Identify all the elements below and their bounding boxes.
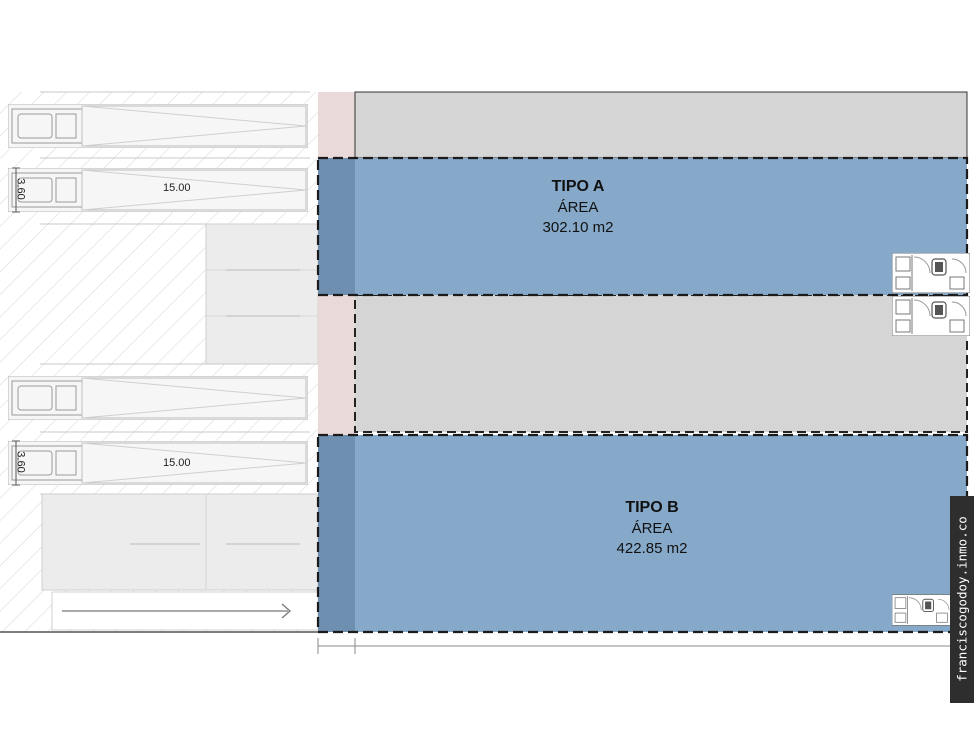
unit-empty-middle (355, 295, 967, 432)
unit-name: TIPO B (625, 499, 679, 516)
dimension-length: 15.00 (163, 457, 191, 469)
label-tipo-a: TIPO A ÁREA 302.10 m2 (478, 178, 678, 236)
truck-1 (8, 104, 308, 148)
truck-2 (8, 168, 308, 212)
dimension-width: 3.60 (14, 451, 27, 473)
label-tipo-b: TIPO B ÁREA 422.85 m2 (552, 499, 752, 557)
dimension-length: 15.00 (163, 182, 191, 194)
unit-tipo-b-band (318, 435, 355, 632)
restroom-icon (892, 594, 952, 626)
unit-tipo-a-band (318, 158, 355, 295)
dock-block-bottom (41, 493, 319, 591)
watermark-text: franciscogodoy.inmo.co (954, 516, 970, 682)
ramp-arrow-icon (62, 603, 291, 619)
unit-empty-top (354, 91, 968, 159)
unit-area-value: 422.85 m2 (616, 540, 688, 557)
unit-area-label: ÁREA (557, 199, 599, 216)
watermark: franciscogodoy.inmo.co (950, 496, 974, 703)
truck-3 (8, 376, 308, 420)
unit-tipo-b-outline (316, 433, 969, 634)
unit-empty-middle-outline (354, 294, 968, 433)
restroom-icon (892, 296, 970, 336)
unit-tipo-a-outline (316, 156, 969, 297)
truck-4 (8, 441, 308, 485)
dimension-width: 3.60 (14, 178, 27, 200)
unit-area-label: ÁREA (631, 520, 673, 537)
unit-name: TIPO A (551, 178, 605, 195)
unit-tipo-a[interactable] (318, 158, 967, 295)
dock-block-top (205, 223, 319, 365)
unit-area-value: 302.10 m2 (542, 219, 614, 236)
unit-tipo-b[interactable] (318, 435, 967, 632)
restroom-icon (892, 253, 970, 293)
